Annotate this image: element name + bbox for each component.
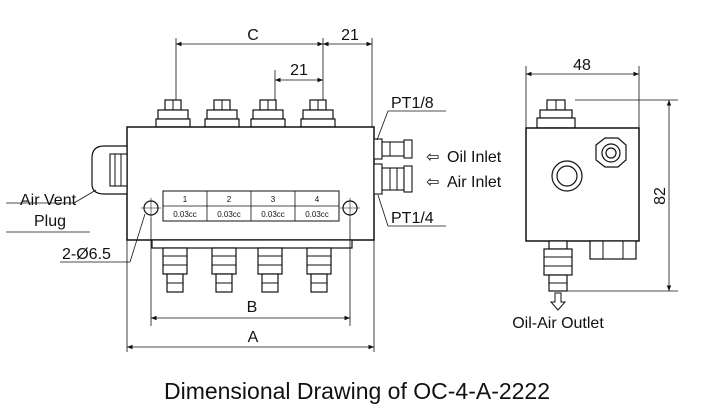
- bottom-fitting-2: [211, 247, 237, 293]
- top-fitting-2: [204, 99, 240, 128]
- dimension-c-label: C: [247, 27, 259, 44]
- callout-pt18: PT1/8: [376, 95, 446, 141]
- inlet-fittings: [373, 138, 413, 195]
- top-fitting-1: [155, 99, 191, 128]
- bottom-rail: [151, 239, 353, 249]
- outlet-label: Oil-Air Outlet: [512, 315, 604, 332]
- side-vent-nut: [589, 240, 637, 260]
- bottom-fitting-4: [306, 247, 332, 293]
- callout-pt14-label: PT1/4: [391, 210, 434, 227]
- callout-oil-inlet: ⇦ Oil Inlet: [426, 149, 502, 166]
- outlet-2-number: 2: [227, 195, 232, 204]
- oil-inlet-label: Oil Inlet: [447, 149, 502, 166]
- side-port-small: [595, 137, 627, 168]
- callout-pt14: PT1/4: [377, 194, 446, 227]
- bottom-fitting-3: [257, 247, 283, 293]
- outlet-3-number: 3: [271, 195, 276, 204]
- dimension-21-top: 21: [323, 27, 373, 127]
- callout-holes: 2-Ø6.5: [60, 213, 146, 263]
- outlet-1-number: 1: [183, 195, 188, 204]
- air-inlet-arrow-icon: ⇦: [426, 174, 439, 191]
- dimension-a: A: [126, 240, 375, 352]
- dimension-48-label: 48: [573, 57, 591, 74]
- air-vent-label-line2: Plug: [34, 213, 66, 230]
- mounting-hole-right: [340, 198, 360, 218]
- dimension-82-label: 82: [652, 187, 669, 205]
- top-fitting-4: [300, 99, 336, 128]
- side-top-fitting: [536, 99, 576, 129]
- outlet-1-volume: 0.03cc: [173, 210, 197, 219]
- oil-inlet-arrow-icon: ⇦: [426, 149, 439, 166]
- air-inlet-label: Air Inlet: [447, 174, 502, 191]
- dimension-82: 82: [567, 99, 678, 292]
- mounting-hole-left: [141, 198, 161, 218]
- callout-air-inlet: ⇦ Air Inlet: [426, 174, 502, 191]
- callout-pt18-label: PT1/8: [391, 95, 434, 112]
- outlet-label-table: 1 2 3 4 0.03cc 0.03cc 0.03cc 0.03cc: [162, 190, 340, 222]
- outlet-4-number: 4: [315, 195, 320, 204]
- air-vent-plug: [91, 145, 128, 195]
- dimension-48: 48: [525, 57, 640, 128]
- dimension-a-label: A: [248, 329, 259, 346]
- side-port-large: [551, 160, 583, 192]
- front-view: 1 2 3 4 0.03cc 0.03cc 0.03cc 0.03cc C 21…: [6, 27, 502, 352]
- dimension-21-top-label: 21: [341, 27, 359, 44]
- holes-label: 2-Ø6.5: [62, 246, 111, 263]
- manifold-body: [126, 126, 375, 241]
- dimension-b: B: [150, 218, 351, 326]
- dimension-b-label: B: [247, 299, 258, 316]
- drawing-caption: Dimensional Drawing of OC-4-A-2222: [164, 378, 550, 404]
- dimension-c: C: [175, 27, 324, 100]
- outlet-3-volume: 0.03cc: [261, 210, 285, 219]
- outlet-arrow-icon: [549, 292, 567, 311]
- dimension-21-mid-label: 21: [290, 62, 308, 79]
- top-fitting-3: [250, 99, 286, 128]
- callout-air-vent-plug: Air Vent Plug: [6, 189, 97, 233]
- outlet-2-volume: 0.03cc: [217, 210, 241, 219]
- side-outlet-fitting: [543, 240, 573, 292]
- bottom-fitting-1: [162, 247, 188, 293]
- air-vent-label-line1: Air Vent: [20, 192, 77, 209]
- outlet-4-volume: 0.03cc: [305, 210, 329, 219]
- dimension-21-mid: 21: [274, 62, 323, 100]
- side-view: Oil-Air Outlet 48 82: [512, 57, 678, 332]
